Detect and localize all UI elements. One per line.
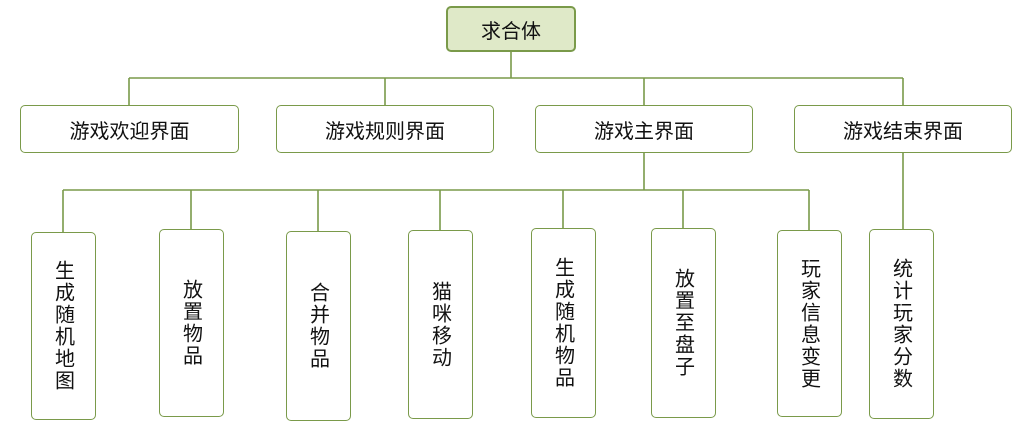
node-cat-move: 猫咪移动 bbox=[408, 230, 473, 419]
node-label: 游戏结束界面 bbox=[843, 118, 963, 143]
node-player-info-change: 玩家信息变更 bbox=[777, 230, 842, 417]
node-merge-items: 合并物品 bbox=[286, 231, 351, 421]
node-label: 游戏欢迎界面 bbox=[69, 118, 190, 143]
node-root: 求合体 bbox=[446, 6, 576, 52]
node-count-player-score: 统计玩家分数 bbox=[869, 229, 934, 419]
node-label: 猫咪移动 bbox=[428, 280, 453, 369]
node-label: 放置至盘子 bbox=[671, 268, 696, 378]
node-main-screen: 游戏主界面 bbox=[535, 105, 753, 153]
node-end-screen: 游戏结束界面 bbox=[794, 105, 1012, 153]
node-generate-random-map: 生成随机地图 bbox=[31, 232, 96, 420]
node-label: 合并物品 bbox=[306, 282, 331, 370]
node-root-label: 求合体 bbox=[481, 18, 541, 43]
node-label: 玩家信息变更 bbox=[797, 257, 822, 390]
node-generate-random-item: 生成随机物品 bbox=[531, 228, 596, 418]
node-label: 游戏主界面 bbox=[594, 118, 694, 143]
node-welcome-screen: 游戏欢迎界面 bbox=[20, 105, 239, 153]
node-rules-screen: 游戏规则界面 bbox=[276, 105, 494, 153]
node-label: 游戏规则界面 bbox=[325, 118, 445, 143]
node-place-to-plate: 放置至盘子 bbox=[651, 228, 716, 418]
node-label: 生成随机物品 bbox=[551, 257, 576, 389]
node-label: 统计玩家分数 bbox=[889, 258, 914, 390]
node-label: 放置物品 bbox=[179, 279, 204, 367]
node-label: 生成随机地图 bbox=[51, 260, 76, 392]
node-place-item: 放置物品 bbox=[159, 229, 224, 417]
